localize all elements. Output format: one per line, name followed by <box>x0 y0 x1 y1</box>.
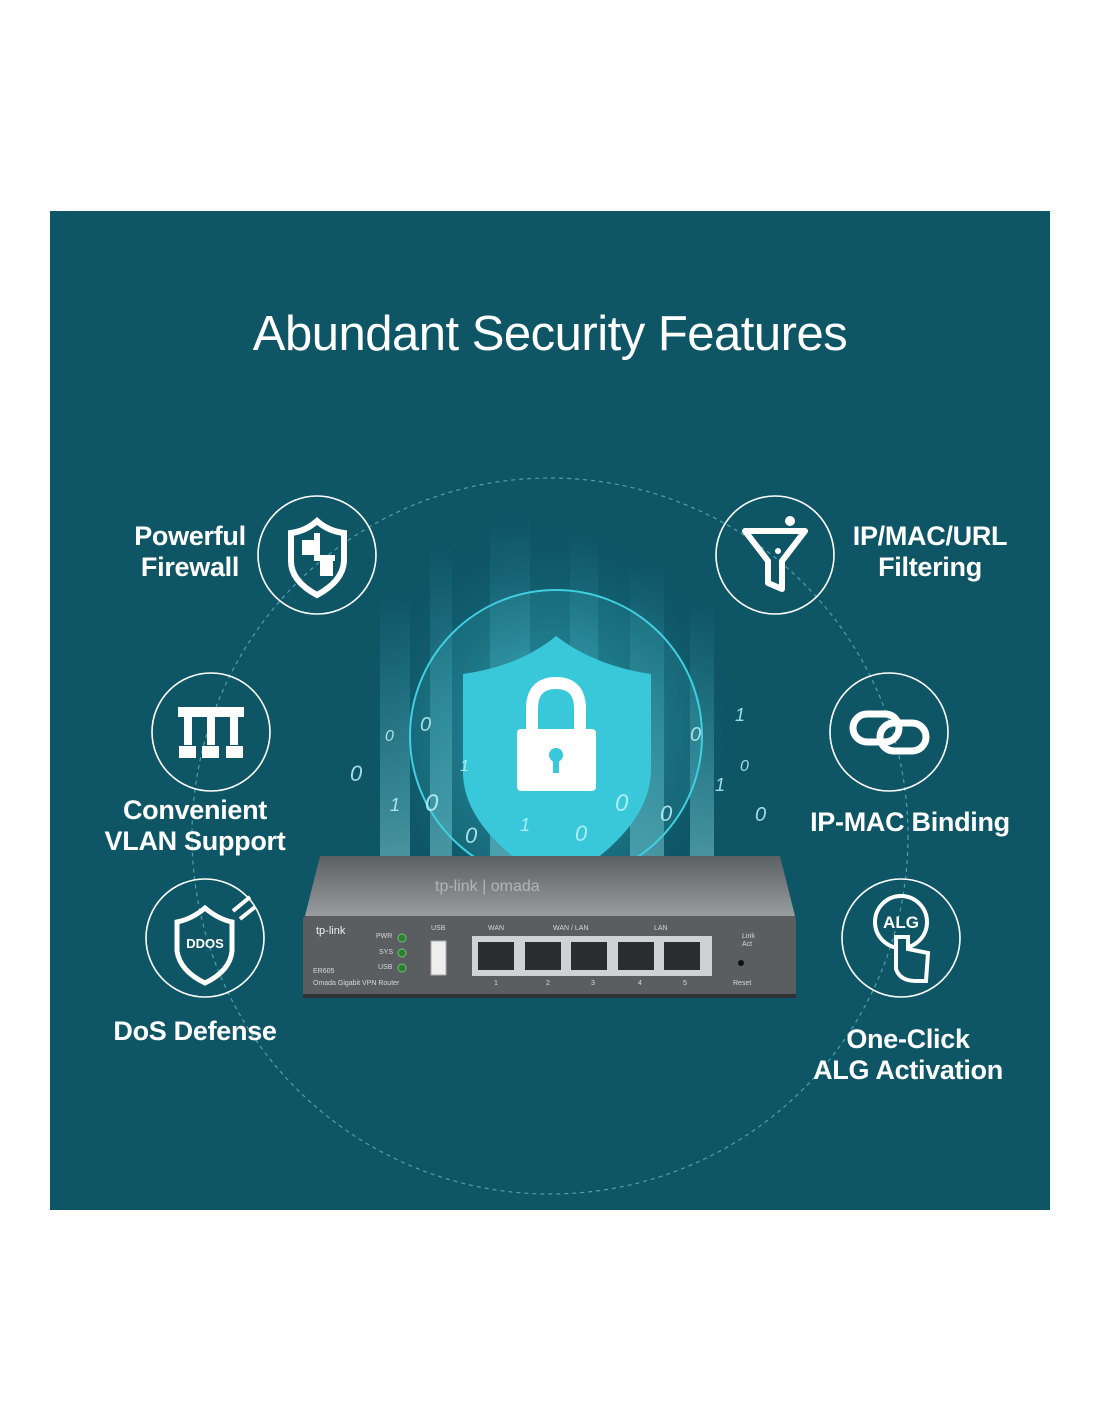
feature-dos-label: DoS Defense <box>113 1016 277 1046</box>
binding-circle <box>829 672 949 792</box>
port-group-label: WAN <box>488 925 505 932</box>
router-brand: tp-link <box>316 925 346 937</box>
svg-text:1: 1 <box>735 705 745 725</box>
dashed-orbit <box>191 477 909 1195</box>
label-line: Firewall <box>140 552 240 582</box>
feature-filtering-label: IP/MAC/URL Filtering <box>840 521 1020 583</box>
vlan-circle <box>151 672 271 792</box>
svg-text:1: 1 <box>520 815 530 835</box>
feature-alg-label: One-Click ALG Activation <box>798 1024 1018 1086</box>
usb-port <box>430 940 447 976</box>
port-group-label: WAN / LAN <box>553 925 589 932</box>
router-top-logo: tp-link | omada <box>435 878 540 895</box>
port-number: 5 <box>683 980 687 987</box>
svg-text:DDOS: DDOS <box>186 936 224 951</box>
port-number: 2 <box>546 980 550 987</box>
router-model: ER605 <box>313 968 335 975</box>
led-label: PWR <box>376 933 393 940</box>
reset-button <box>738 960 744 966</box>
svg-text:1: 1 <box>715 775 725 795</box>
label-line: Convenient <box>122 795 267 825</box>
svg-text:0: 0 <box>425 790 439 817</box>
reset-label: Reset <box>733 980 752 987</box>
usb-label: USB <box>431 925 446 932</box>
svg-text:0: 0 <box>350 761 363 786</box>
ethernet-ports <box>478 942 700 970</box>
filtering-circle <box>715 495 835 615</box>
ddos-circle <box>145 878 265 998</box>
vlan-icon <box>178 707 244 758</box>
status-legend: Link <box>742 933 755 940</box>
firewall-circle <box>257 495 377 615</box>
port-group-label: LAN <box>654 925 668 932</box>
link-icon <box>849 710 930 755</box>
feature-firewall-label: Powerful Firewall <box>120 521 260 583</box>
router-device: tp-link | omada <box>303 856 796 998</box>
svg-text:1: 1 <box>390 795 400 815</box>
shield-icon <box>288 516 347 599</box>
label-line: VLAN Support <box>104 826 286 856</box>
router-leds <box>397 933 407 973</box>
svg-text:0: 0 <box>740 758 749 775</box>
label-line: Filtering <box>878 552 982 582</box>
feature-vlan-label: Convenient VLAN Support <box>90 795 300 857</box>
svg-text:0: 0 <box>690 724 701 746</box>
feature-binding-label: IP-MAC Binding <box>810 807 1010 837</box>
svg-text:0: 0 <box>420 714 431 736</box>
svg-text:0: 0 <box>615 790 629 817</box>
label-line: Powerful <box>134 521 246 551</box>
status-legend: Act <box>742 941 753 948</box>
svg-text:ALG: ALG <box>883 913 919 932</box>
svg-text:1: 1 <box>460 758 469 775</box>
alg-click-icon: ALG <box>873 894 931 983</box>
svg-text:0: 0 <box>575 821 588 846</box>
svg-text:0: 0 <box>755 804 766 826</box>
port-number: 1 <box>494 980 498 987</box>
padlock-icon <box>517 676 596 791</box>
port-number: 4 <box>638 980 642 987</box>
led-label: USB <box>378 964 393 971</box>
filter-icon <box>742 516 808 592</box>
page-title: Abundant Security Features <box>252 307 848 361</box>
alg-circle <box>841 878 961 998</box>
svg-text:0: 0 <box>465 823 478 848</box>
router-description: Omada Gigabit VPN Router <box>313 980 400 987</box>
label-line: One-Click <box>846 1024 970 1054</box>
label-line: ALG Activation <box>813 1055 1003 1085</box>
ddos-shield-icon: DDOS <box>174 895 257 986</box>
svg-text:0: 0 <box>385 728 394 745</box>
led-label: SYS <box>379 949 394 956</box>
port-number: 3 <box>591 980 595 987</box>
svg-text:0: 0 <box>660 801 673 826</box>
label-line: IP/MAC/URL <box>852 521 1008 551</box>
